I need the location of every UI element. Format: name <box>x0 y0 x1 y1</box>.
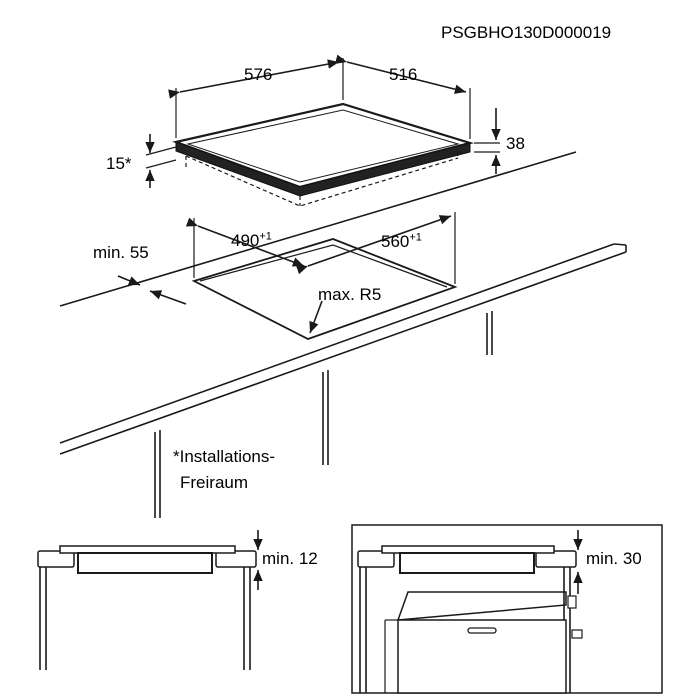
radius-label: max. R5 <box>318 285 382 304</box>
worktop <box>59 151 627 518</box>
hob-width-label: 576 <box>244 65 273 84</box>
hob-height-label: 38 <box>506 134 525 153</box>
cutout <box>117 212 458 340</box>
hob-top-face <box>172 102 475 189</box>
hob-thickness-label: 15* <box>106 154 132 173</box>
hob-edge <box>175 141 471 197</box>
cutout-width-label: 490+1 <box>231 230 272 250</box>
cutout-depth-value: 560 <box>381 232 410 251</box>
right-clearance-label: min. 30 <box>586 549 642 568</box>
detail-right <box>351 524 663 694</box>
hob-body-hidden <box>185 155 459 207</box>
left-clearance-label: min. 12 <box>262 549 318 568</box>
cutout-width-value: 490 <box>231 231 260 250</box>
detail-left <box>37 530 263 670</box>
drawing-id: PSGBHO130D000019 <box>441 23 612 42</box>
cutout-depth-tolerance: +1 <box>409 231 422 244</box>
cutout-width-tolerance: +1 <box>259 230 272 243</box>
hob-depth-label: 516 <box>389 65 418 84</box>
cutout-depth-label: 560+1 <box>381 231 422 251</box>
note-line-1: *Installations- <box>173 447 276 466</box>
hob-drawing <box>145 54 501 207</box>
edge-distance-label: min. 55 <box>93 243 149 262</box>
note-line-2: Freiraum <box>180 473 249 492</box>
